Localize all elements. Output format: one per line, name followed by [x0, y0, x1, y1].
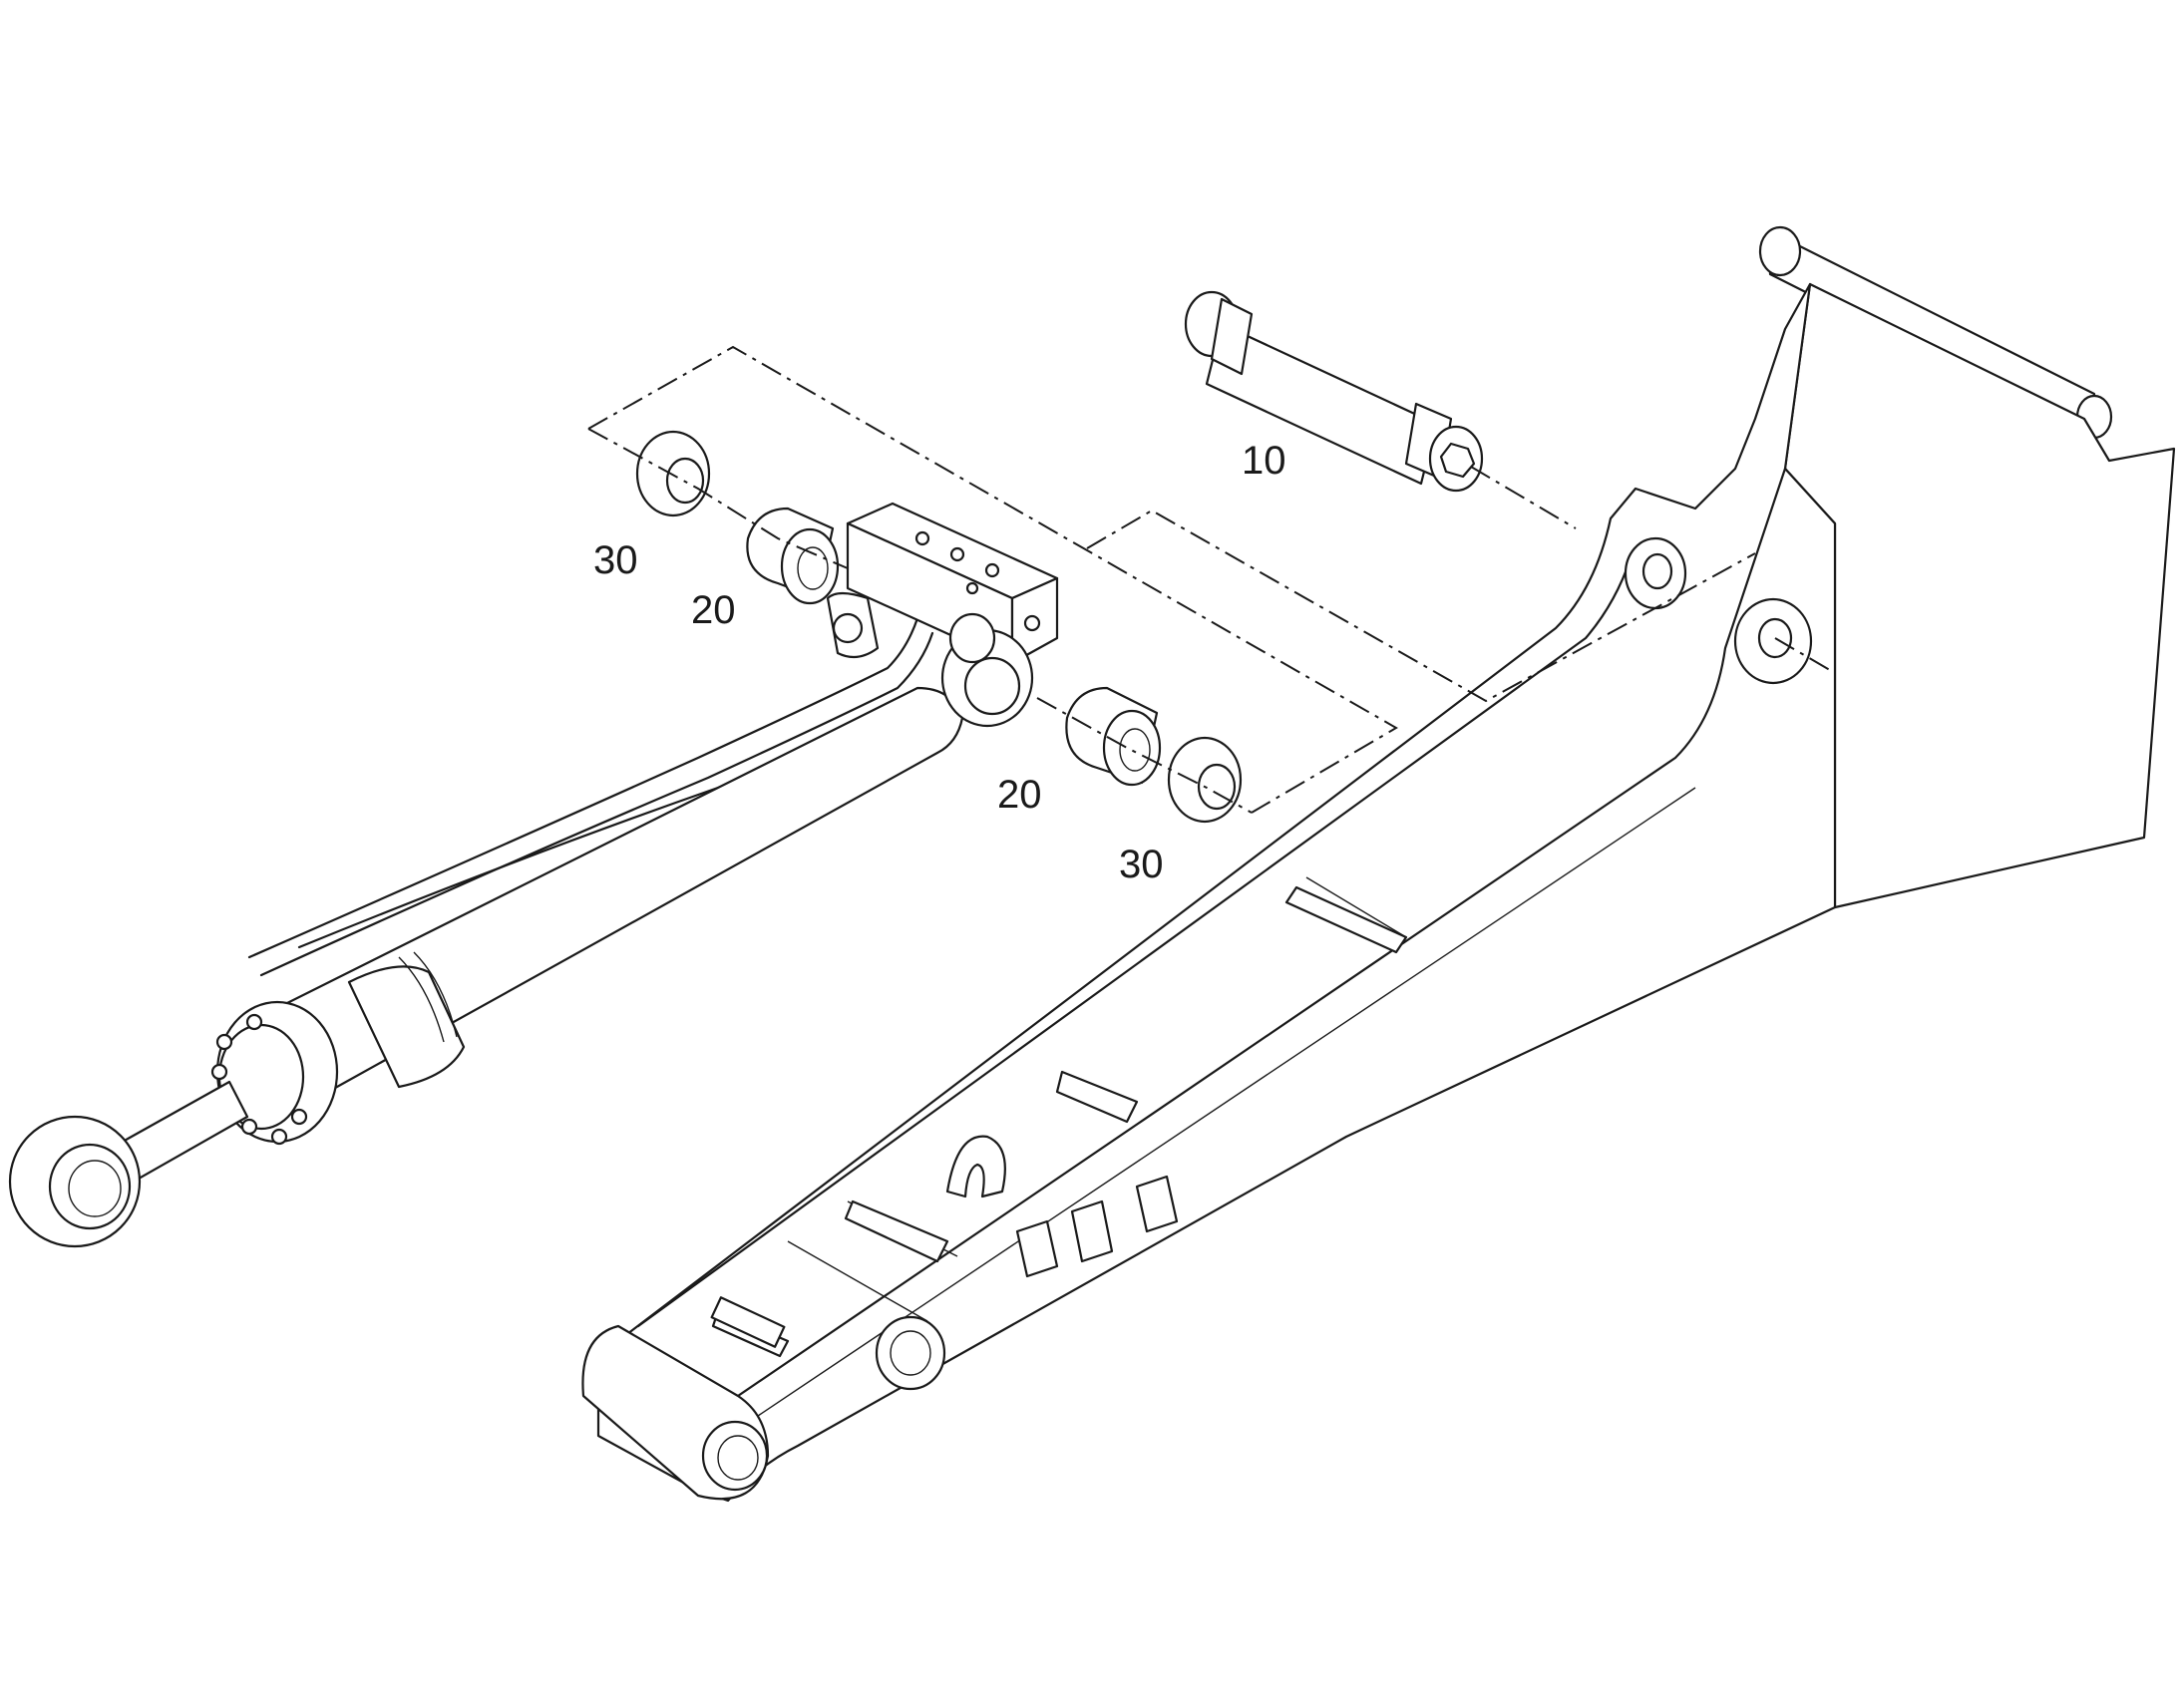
washer-left-part-30: [635, 430, 711, 517]
bushing-left-part-20: [746, 507, 840, 605]
centerline-pin: [1470, 466, 1577, 529]
boom-bracket-1: [1015, 1219, 1059, 1278]
cylinder-gland-collar: [347, 965, 466, 1089]
cylinder-base-side-boss: [948, 612, 996, 664]
boom-pad-2: [844, 1199, 949, 1263]
boom-cable-clamp-block: [1284, 885, 1408, 954]
hydraulic-hose-1: [247, 616, 919, 959]
cylinder-barrel-band: [398, 951, 458, 1043]
pin-end-hex: [1439, 442, 1476, 479]
boom-arm: [581, 225, 2176, 1503]
boom-top-tube-end: [1758, 225, 1802, 277]
bushing-left-bore: [797, 546, 829, 590]
valve-solenoid-connector: [832, 612, 864, 644]
callout-pin: 10: [1242, 439, 1286, 483]
pin-collar-left: [1210, 297, 1254, 376]
boom-label-plate: [710, 1296, 786, 1348]
boom-front-hole-inner: [717, 1435, 759, 1481]
boom-upper-pivot-hole: [1641, 552, 1673, 590]
boom-edge-line-3: [757, 787, 1696, 1417]
centerline-bushing-washer-right: [1036, 697, 1253, 814]
boom-lifting-eye: [945, 1135, 1006, 1198]
boom-front-hole: [701, 1420, 769, 1492]
bushing-right-bore: [1119, 728, 1151, 772]
hydraulic-hose-2: [259, 631, 934, 977]
centerline-washer-bushing-left: [587, 428, 849, 569]
callout-washer-right: 30: [1119, 843, 1164, 886]
callout-bushing-left: 20: [691, 588, 736, 632]
centerline-pivot: [1774, 637, 1836, 674]
bushing-right-part-20: [1065, 686, 1162, 787]
centerline-left-loop: [587, 345, 1398, 814]
hydraulic-cylinder: [8, 502, 1059, 1248]
boom-body: [596, 282, 1837, 1503]
bushing-right-face: [1102, 709, 1162, 787]
callout-bushing-right: 20: [997, 773, 1042, 817]
boom-side-boss-inner: [890, 1330, 931, 1376]
boom-pad-1: [1055, 1070, 1139, 1124]
cylinder-base-eye-inner: [963, 656, 1021, 716]
washer-right-part-30: [1167, 736, 1243, 824]
cylinder-barrel: [257, 686, 964, 1099]
cylinder-rod-eye-hole: [68, 1160, 122, 1217]
assembly-centerlines: [587, 345, 1836, 814]
boom-side-boss: [875, 1315, 946, 1391]
boom-edge-line-2: [736, 467, 1787, 1398]
boom-rear-plate: [1783, 282, 2176, 909]
centerline-right-loop: [1086, 509, 1756, 703]
callout-washer-left: 30: [593, 538, 638, 582]
boom-bracket-3: [1135, 1175, 1179, 1233]
pin-shaft: [1205, 322, 1438, 486]
pin-part-10: [1184, 290, 1484, 493]
boom-bracket-2: [1070, 1199, 1114, 1263]
valve-block-fittings: [914, 530, 1041, 632]
bushing-left-face: [780, 527, 840, 605]
